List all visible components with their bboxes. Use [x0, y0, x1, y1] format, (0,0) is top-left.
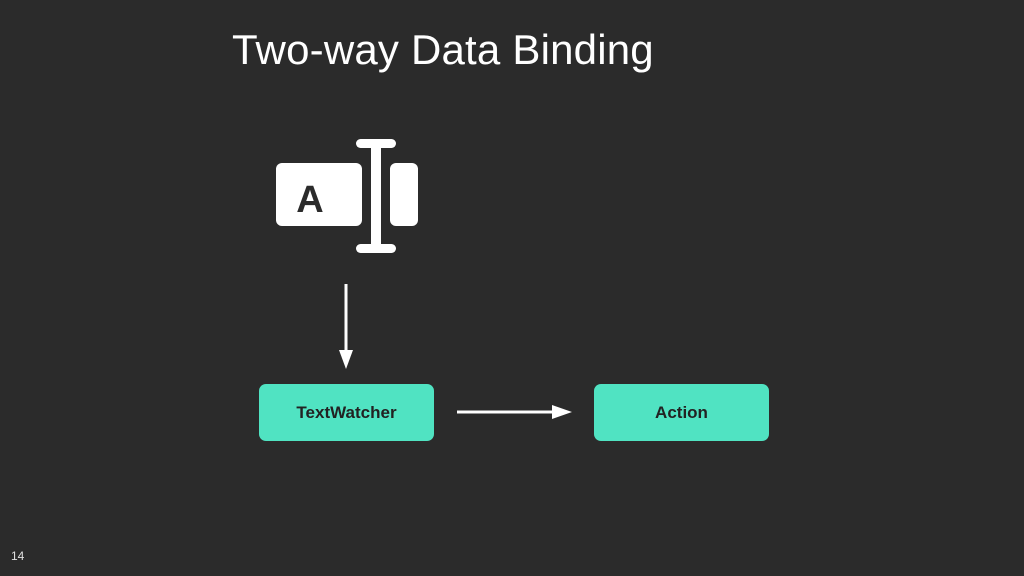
page-number: 14	[11, 549, 25, 563]
textwatcher-node: TextWatcher	[259, 384, 434, 441]
action-label: Action	[655, 402, 708, 422]
slide-title: Two-way Data Binding	[232, 26, 654, 73]
action-node: Action	[594, 384, 769, 441]
textwatcher-label: TextWatcher	[296, 402, 397, 422]
arrow-icon-to-textwatcher	[339, 284, 353, 369]
text-field-icon: A	[274, 136, 420, 256]
text-field-letter: A	[296, 179, 323, 221]
arrow-textwatcher-to-action	[457, 405, 572, 419]
